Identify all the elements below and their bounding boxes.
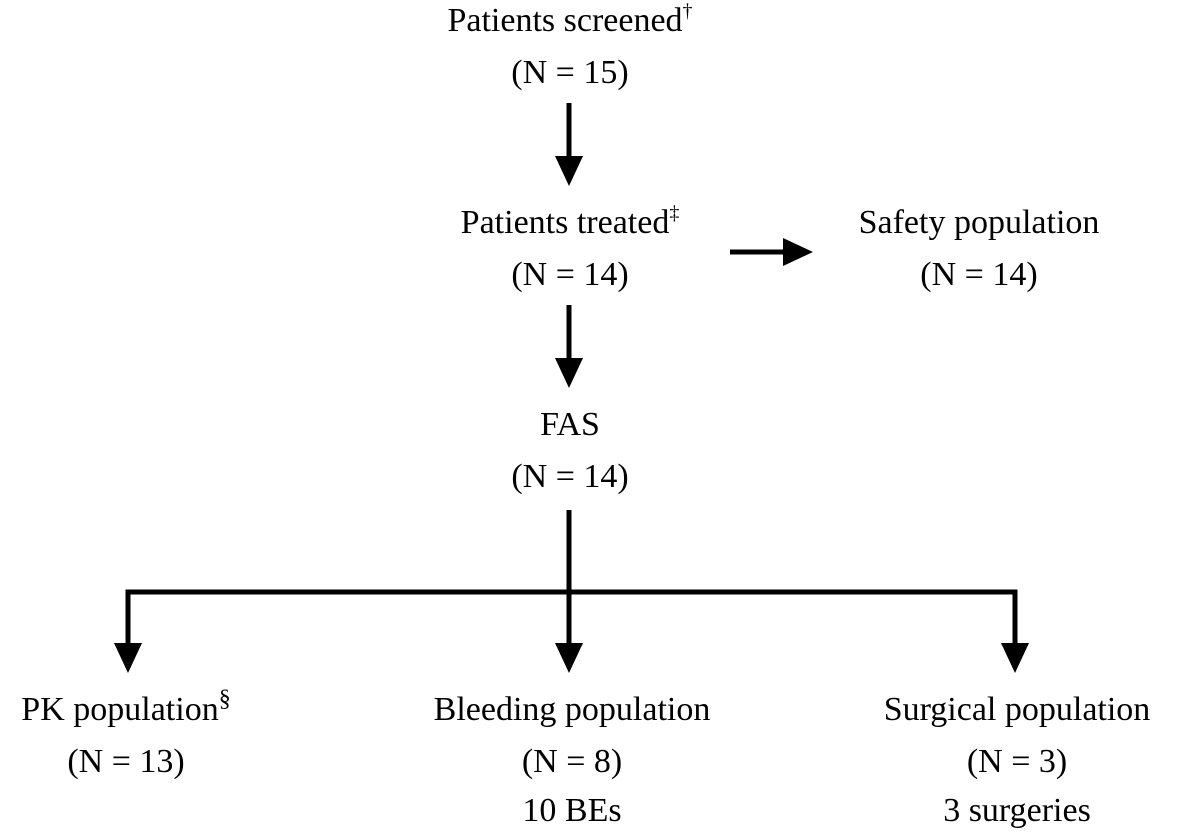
node-note: 3 surgeries — [943, 792, 1091, 829]
node-count: (N = 15) — [511, 54, 629, 91]
node-label: Bleeding population — [433, 691, 711, 728]
node-fas: FAS (N = 14) — [511, 399, 628, 503]
arrowhead-pk — [114, 643, 142, 673]
node-count: (N = 3) — [966, 743, 1068, 780]
node-count: (N = 14) — [511, 256, 629, 293]
node-bleeding-population: Bleeding population (N = 8) 10 BEs — [434, 684, 711, 834]
node-count: (N = 13) — [67, 743, 185, 780]
node-count: (N = 8) — [521, 743, 623, 780]
arrowhead-fas — [555, 358, 583, 388]
node-count: (N = 14) — [920, 256, 1038, 293]
node-pk-population: PK population§ (N = 13) — [21, 684, 230, 788]
arrowhead-treated — [555, 156, 583, 186]
node-label: Surgical population — [883, 691, 1151, 728]
arrowhead-safety — [783, 238, 813, 266]
node-surgical-population: Surgical population (N = 3) 3 surgeries — [884, 684, 1151, 834]
node-safety-population: Safety population (N = 14) — [859, 197, 1100, 301]
node-label: Safety population — [858, 204, 1100, 241]
arrowhead-surgical — [1001, 643, 1029, 673]
node-label: FAS — [540, 406, 600, 443]
node-patients-treated: Patients treated‡ (N = 14) — [461, 197, 680, 301]
arrowhead-bleeding — [555, 643, 583, 673]
node-note: 10 BEs — [522, 792, 622, 829]
node-label: Patients screened† — [447, 0, 693, 39]
node-label: Patients treated‡ — [460, 201, 680, 241]
node-label: PK population§ — [21, 685, 231, 728]
node-patients-screened: Patients screened† (N = 15) — [447, 0, 692, 99]
dagger-mark: † — [682, 0, 693, 22]
connector-branch — [125, 589, 1018, 645]
node-count: (N = 14) — [511, 458, 629, 495]
double-dagger-mark: ‡ — [669, 201, 680, 224]
section-mark: § — [218, 685, 231, 712]
